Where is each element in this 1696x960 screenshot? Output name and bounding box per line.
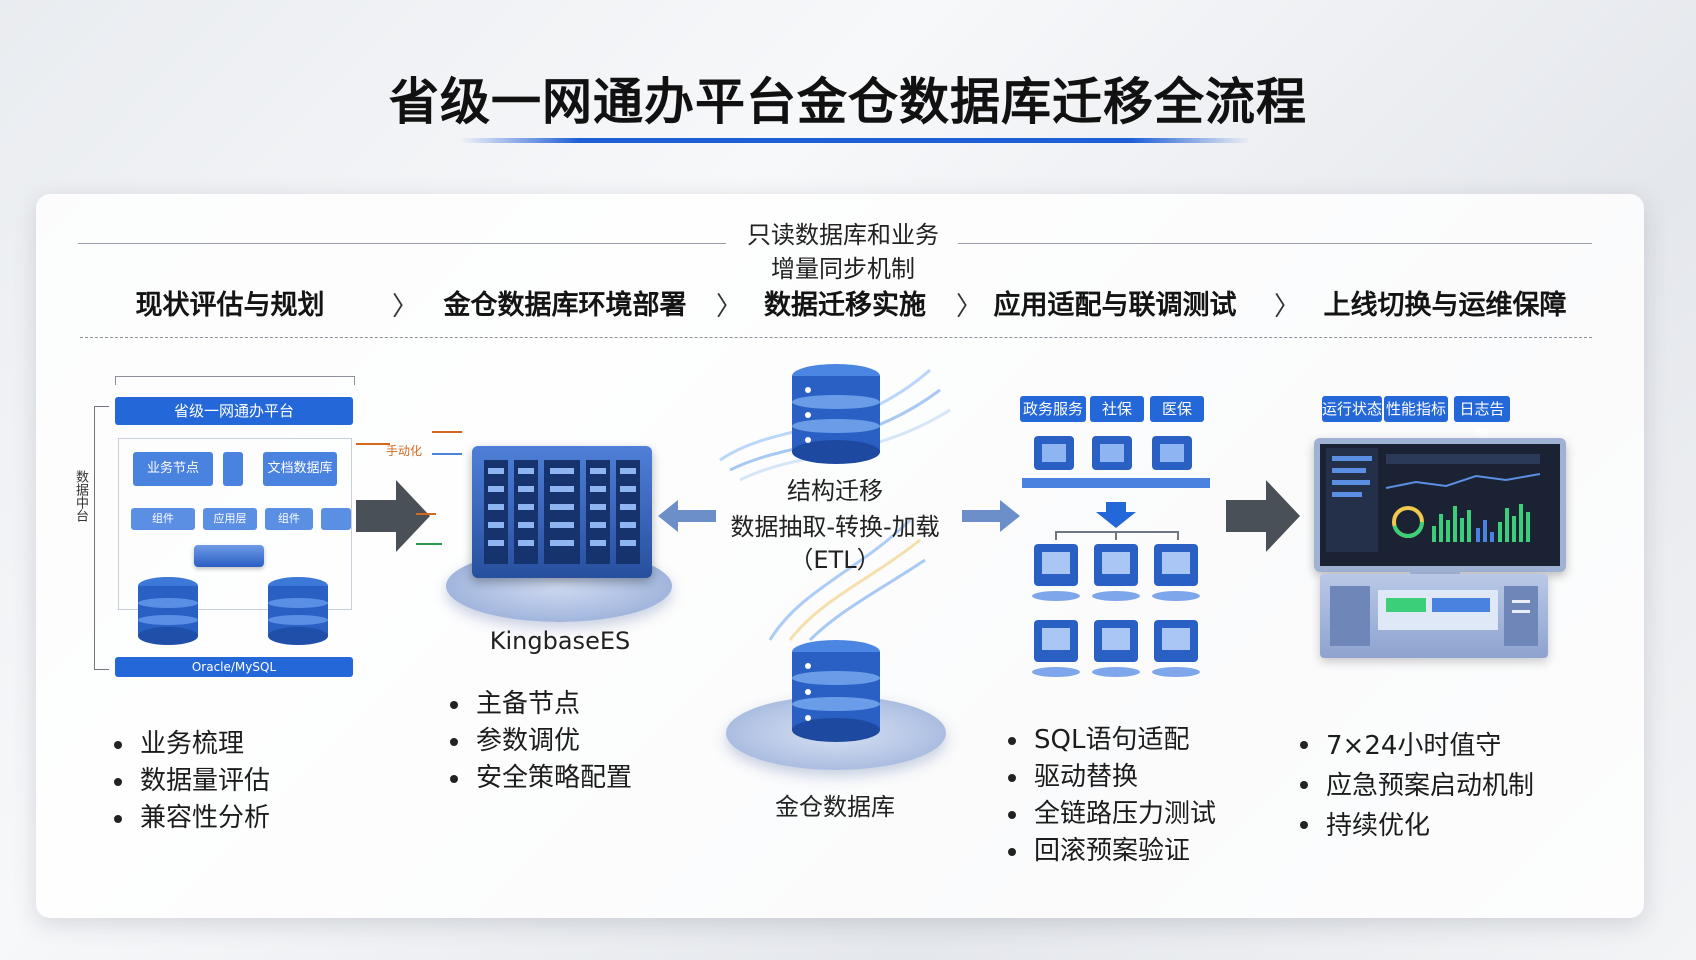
stage1-left-bracket — [94, 406, 109, 670]
stage-separator: 〉 — [392, 292, 419, 322]
stage5-tag-performance: 性能指标 — [1384, 396, 1448, 422]
top-rule-left — [78, 243, 726, 244]
stage5-tag-logs: 日志告警 — [1454, 396, 1510, 444]
stage3-caption: 金仓数据库 — [775, 793, 895, 821]
stage-title-deployment: 金仓数据库环境部署 — [443, 290, 687, 321]
stage1-db-cylinders — [138, 577, 328, 645]
stage5-bullets: 7×24小时值守 应急预案启动机制 持续优化 — [1296, 726, 1534, 846]
stage3-label-etl: 数据抽取-转换-加载 — [730, 513, 940, 541]
stage1-source-bar: Oracle/MySQL — [115, 657, 353, 677]
stage4-tag-medical: 医保 — [1150, 396, 1204, 422]
database-icon — [138, 577, 198, 645]
stage1-node-business: 业务节点 — [133, 452, 213, 486]
dashboard-chart-icon — [1326, 448, 1541, 552]
stage1-mini-b: 应用层 — [203, 508, 257, 530]
stage1-side-label-text: 数据中台 — [73, 470, 88, 522]
stage-title-migration: 数据迁移实施 — [764, 290, 926, 321]
database-icon — [792, 364, 880, 464]
list-item: 持续优化 — [1296, 806, 1534, 846]
stage4-tag-gov: 政务服务 — [1020, 396, 1086, 422]
database-icon — [268, 577, 328, 645]
top-label-line2: 增量同步机制 — [771, 255, 915, 283]
stage1-mini-c: 组件 — [265, 508, 313, 530]
stage4-tag-social: 社保 — [1090, 396, 1144, 422]
stage4-bullets: SQL语句适配 驱动替换 全链路压力测试 回滚预案验证 — [1004, 722, 1216, 870]
stage1-side-label: 数据中台 — [66, 470, 88, 522]
list-item: 业务梳理 — [110, 726, 270, 763]
app-icon — [1034, 436, 1192, 470]
stage-title-assessment: 现状评估与规划 — [135, 290, 325, 321]
stage1-inner-frame — [118, 438, 352, 610]
server-icon — [484, 460, 640, 564]
stage1-mini-a: 组件 — [131, 508, 195, 530]
stage3-label-structure: 结构迁移 — [787, 477, 883, 505]
stage1-switch — [194, 545, 264, 567]
database-icon — [792, 640, 880, 742]
stage-title-operations: 上线切换与运维保障 — [1323, 290, 1567, 321]
list-item: 主备节点 — [446, 686, 632, 723]
list-item: 全链路压力测试 — [1004, 796, 1216, 833]
stage1-node-docdb: 文档数据库 — [263, 452, 337, 486]
list-item: 参数调优 — [446, 723, 632, 760]
stage1-platform-bar: 省级一网通办平台 — [115, 397, 353, 425]
list-item: 安全策略配置 — [446, 760, 632, 797]
list-item: 回滚预案验证 — [1004, 833, 1216, 870]
stage1-bullets: 业务梳理 数据量评估 兼容性分析 — [110, 726, 270, 837]
list-item: 兼容性分析 — [110, 800, 270, 837]
top-label-line1: 只读数据库和业务 — [747, 221, 939, 249]
list-item: 驱动替换 — [1004, 759, 1216, 796]
title-underline — [460, 138, 1250, 143]
stage-separator: 〉 — [716, 292, 743, 322]
left-arrow-icon — [658, 500, 716, 532]
stage3-label-etl-abbr: （ETL） — [789, 546, 881, 574]
stage2-small-label: 手动化 — [386, 444, 423, 458]
page-title: 省级一网通办平台金仓数据库迁移全流程 — [389, 73, 1307, 131]
stage-title-testing: 应用适配与联调测试 — [993, 290, 1237, 321]
list-item: SQL语句适配 — [1004, 722, 1216, 759]
stage2-bullets: 主备节点 参数调优 安全策略配置 — [446, 686, 632, 797]
stage-separator: 〉 — [956, 292, 983, 322]
top-rule-right — [958, 243, 1592, 244]
list-item: 数据量评估 — [110, 763, 270, 800]
console-panel-icon — [1330, 586, 1538, 646]
stage1-node-middle — [223, 452, 243, 486]
stage1-mini-d — [321, 508, 351, 530]
stage5-tag-status: 运行状态 — [1322, 396, 1382, 422]
stage-divider-line — [80, 337, 1592, 338]
stage4-app-diagram — [1022, 436, 1210, 677]
monitor-stand — [1410, 566, 1460, 574]
flow-arrow-icon — [356, 480, 430, 552]
stage2-caption: KingbaseES — [489, 627, 631, 655]
stage2-connector-lines — [356, 431, 462, 545]
list-item: 7×24小时值守 — [1296, 726, 1534, 766]
list-item: 应急预案启动机制 — [1296, 766, 1534, 806]
stage-separator: 〉 — [1274, 292, 1301, 322]
flow-arrow-icon — [1226, 480, 1300, 552]
right-arrow-icon — [962, 500, 1020, 532]
stage1-top-bracket — [115, 376, 355, 385]
